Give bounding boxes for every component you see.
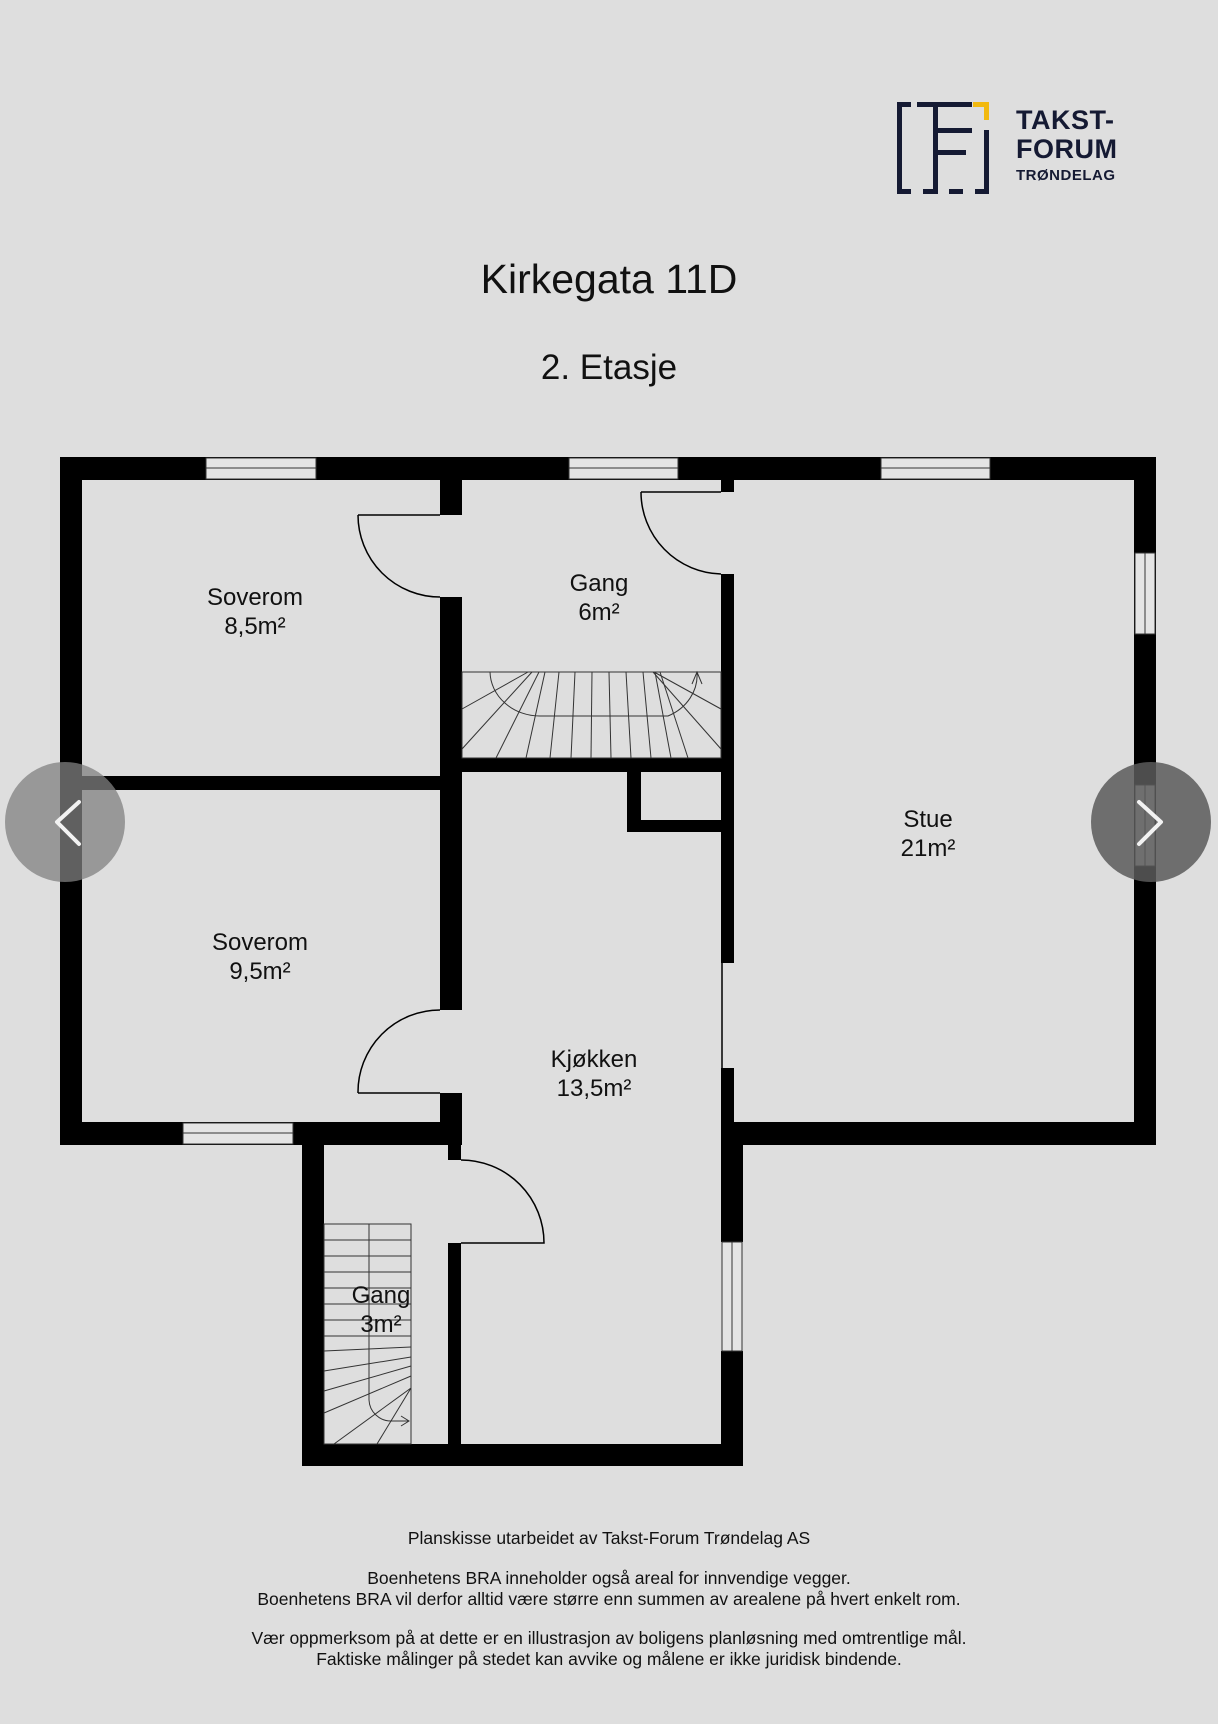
- room-name: Stue: [903, 806, 953, 833]
- room-name: Gang: [351, 1282, 411, 1309]
- logo-line-1: TAKST-: [1016, 105, 1115, 135]
- room-area: 8,5m²: [224, 613, 286, 640]
- chevron-right-icon: [1137, 800, 1163, 846]
- room-area: 9,5m²: [229, 958, 291, 985]
- room-name: Soverom: [206, 584, 304, 611]
- room-kjokken: Kjøkken 13,5m²: [551, 1045, 638, 1103]
- room-soverom-2: Soverom 9,5m²: [212, 928, 308, 986]
- credit-text: Planskisse utarbeidet av Takst-Forum Trø…: [407, 1528, 811, 1548]
- next-image-button[interactable]: [1091, 762, 1211, 882]
- room-gang-lower: Gang 3m²: [352, 1281, 411, 1339]
- room-soverom-1: Soverom 8,5m²: [207, 583, 303, 641]
- disclaimer-line-2: Faktiske målinger på stedet kan avvike o…: [316, 1649, 902, 1669]
- room-stue: Stue 21m²: [901, 805, 956, 863]
- floor-subtitle: 2. Etasje: [540, 348, 678, 387]
- logo-wordmark: TAKST- FORUM TRØNDELAG: [1016, 105, 1118, 184]
- room-gang-upper: Gang 6m²: [570, 569, 629, 627]
- logo-line-3: TRØNDELAG: [1016, 167, 1116, 184]
- room-name: Gang: [569, 570, 629, 597]
- room-area: 3m²: [360, 1311, 402, 1338]
- previous-image-button[interactable]: [5, 762, 125, 882]
- room-name: Kjøkken: [550, 1046, 638, 1073]
- chevron-left-icon: [55, 800, 81, 846]
- footer-credit: Planskisse utarbeidet av Takst-Forum Trø…: [0, 1528, 1218, 1549]
- room-area: 21m²: [900, 835, 956, 862]
- logo-line-2: FORUM: [1016, 134, 1118, 164]
- bra-line-1: Boenhetens BRA inneholder også areal for…: [367, 1568, 851, 1588]
- room-name: Soverom: [211, 929, 309, 956]
- takst-forum-logo-icon: [897, 102, 989, 194]
- disclaimer-line-1: Vær oppmerksom på at dette er en illustr…: [251, 1628, 967, 1648]
- room-area: 13,5m²: [556, 1075, 632, 1102]
- page-title: Kirkegata 11D: [480, 256, 738, 302]
- room-area: 6m²: [578, 599, 620, 626]
- bra-line-2: Boenhetens BRA vil derfor alltid være st…: [257, 1589, 961, 1609]
- footer-disclaimer: Vær oppmerksom på at dette er en illustr…: [0, 1628, 1218, 1670]
- footer-bra-note: Boenhetens BRA inneholder også areal for…: [0, 1568, 1218, 1610]
